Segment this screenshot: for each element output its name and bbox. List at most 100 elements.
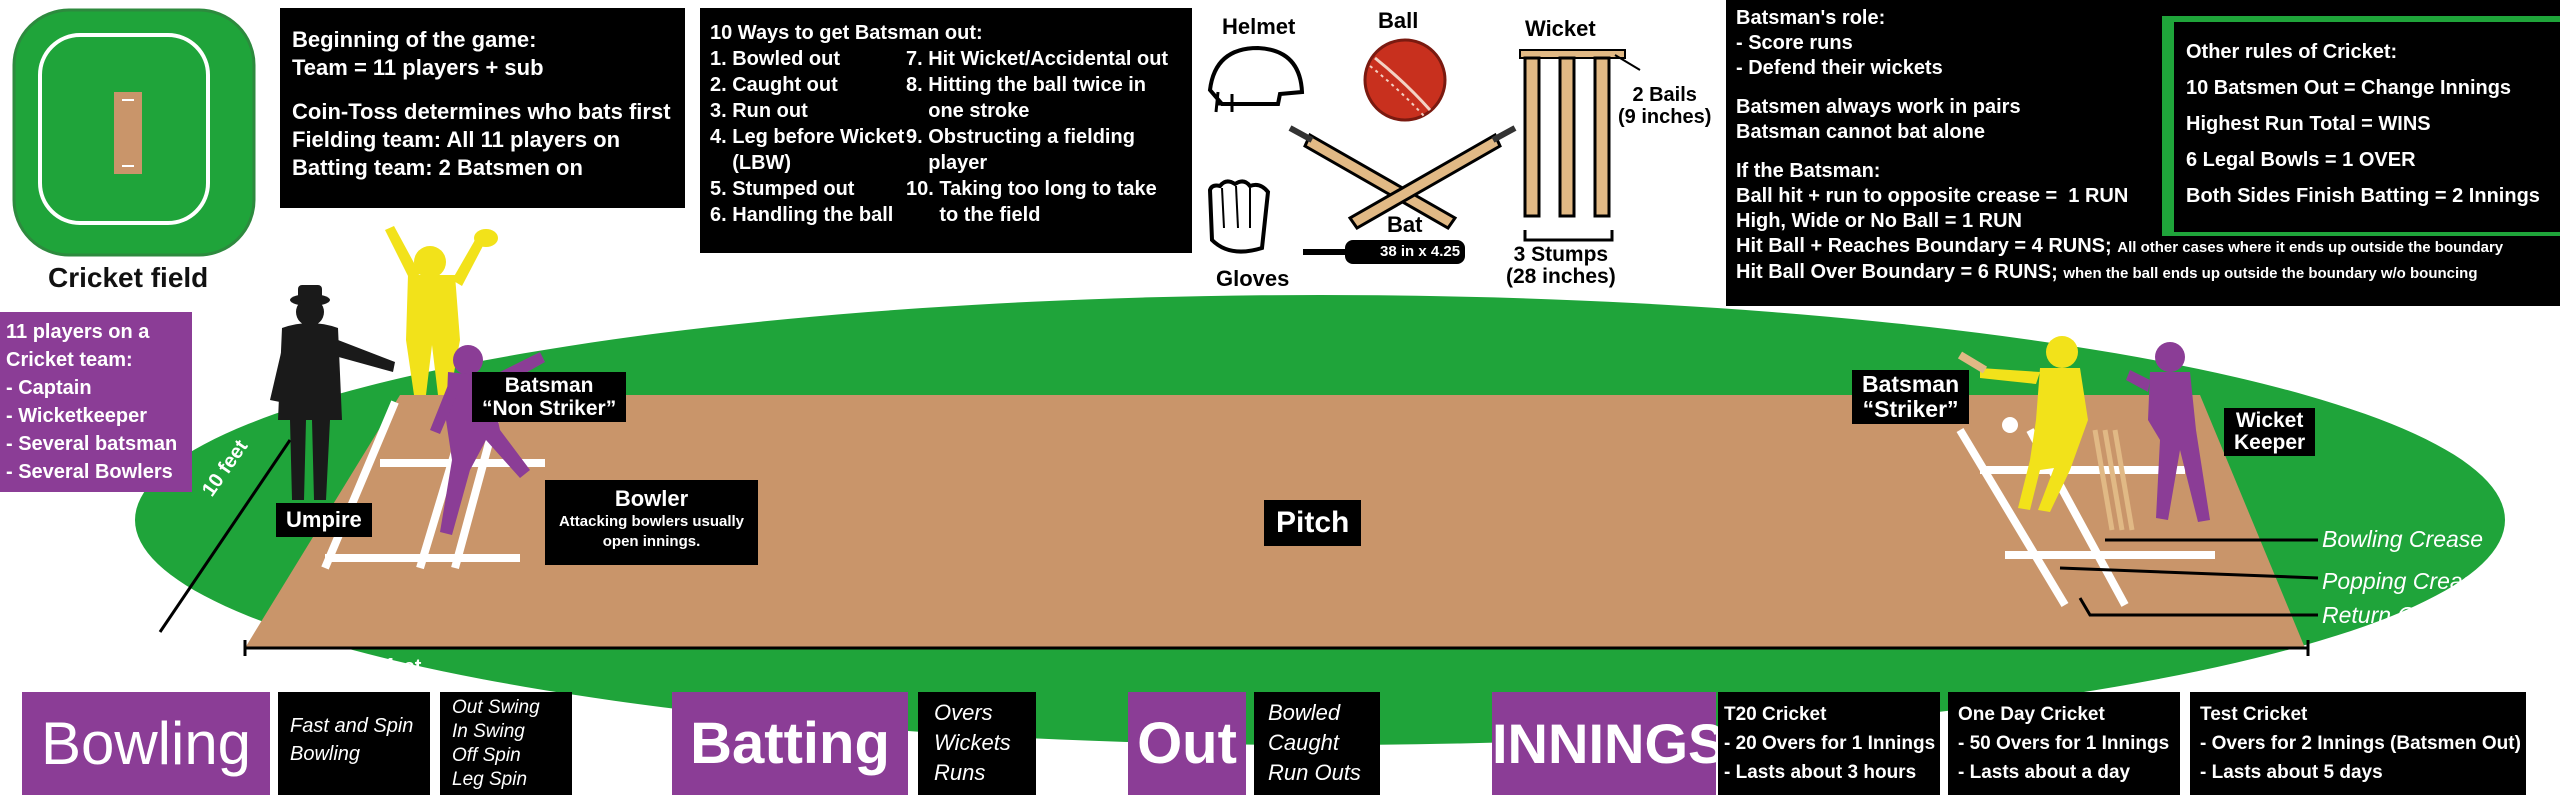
one-day-box: One Day Cricket - 50 Overs for 1 Innings… [1948,692,2180,795]
beginning-line: Batting team: 2 Batsmen on [292,155,583,180]
batting-item: Runs [934,760,986,785]
other-rule: Both Sides Finish Batting = 2 Innings [2186,185,2540,207]
wicket-label: Wicket [1525,16,1596,41]
swing-type: Off Spin [452,745,521,766]
out-item: Bowled [1268,700,1341,725]
mini-field-diagram [12,8,256,257]
ways-out-item: 4. Leg before Wicket [710,126,905,148]
role-line: Hit Ball Over Boundary = 6 RUNS; when th… [1736,260,2550,286]
role-line: - Defend their wickets [1736,57,1943,79]
bowling-type: Fast and Spin [290,715,414,737]
role-line: - Score runs [1736,32,1853,54]
wicket-keeper-figure [2126,342,2210,522]
t20-line: T20 Cricket [1724,704,1827,725]
ways-out-item: 2. Caught out [710,74,838,96]
ways-out-title: 10 Ways to get Batsman out: [710,22,983,44]
bowling-types-box: Fast and Spin Bowling [278,692,430,795]
ways-out-box: 10 Ways to get Batsman out: 1. Bowled ou… [700,8,1192,253]
out-items-box: Bowled Caught Run Outs [1254,692,1380,795]
role-line: Batsmen always work in pairs [1736,96,2021,118]
batting-item: Overs [934,700,993,725]
helmet-label: Helmet [1222,14,1296,39]
beginning-line: Fielding team: All 11 players on [292,127,621,152]
crease-pointer-lines [2059,538,2319,617]
ball-drawing [1363,38,1447,122]
ways-out-item: 10. Taking too long to take [906,178,1157,200]
bowler-title: Bowler [614,486,689,511]
field-diagram-caption: Cricket field [48,262,209,293]
bowling-type: Bowling [290,743,361,765]
role-line: Batsman cannot bat alone [1736,121,1985,143]
ways-out-item: 7. Hit Wicket/Accidental out [906,48,1169,70]
striker-role: “Striker” [1862,396,1959,422]
role-line: If the Batsman: [1736,160,1881,182]
sixty-six-feet-label: 66 feet [358,656,422,678]
pitch-label: Pitch [1264,500,1362,546]
other-rule: Highest Run Total = WINS [2186,113,2431,135]
popping-crease-label: Popping Crease [2322,568,2487,594]
boundary-4-rule: Hit Ball + Reaches Boundary = 4 RUNS; [1736,235,2112,257]
out-item: Caught [1268,730,1339,755]
role-line: Hit Ball + Reaches Boundary = 4 RUNS; Al… [1736,234,2550,260]
bat-drawing [1303,240,1465,264]
crossed-bats-drawing [1288,125,1517,230]
bowler-label: Bowler Attacking bowlers usually open in… [545,480,758,565]
other-rule: 10 Batsmen Out = Change Innings [2186,77,2512,99]
keeper-role: Keeper [2234,431,2306,454]
team-composition-box: 11 players on a Cricket team: - Captain … [0,312,192,492]
non-striker-label: Batsman “Non Striker” [472,372,627,422]
test-box: Test Cricket - Overs for 2 Innings (Bats… [2190,692,2526,795]
ways-out-item: to the field [906,204,1041,226]
striker-title: Batsman [1862,371,1960,397]
bails-size: (9 inches) [1618,106,1712,128]
wicket-drawing [1519,49,1641,242]
team-line: - Captain [6,377,92,399]
dimension-lines [158,439,2310,656]
one-day-line: One Day Cricket [1958,704,2105,725]
umpire-figure [270,285,395,500]
bowling-heading: Bowling [22,692,270,795]
test-line: - Overs for 2 Innings (Batsmen Out) [2200,733,2521,754]
bowler-note: Attacking bowlers usually [558,513,745,530]
field-wicket [2092,429,2135,531]
role-line: Ball hit + run to opposite crease = 1 RU… [1736,185,2129,207]
beginning-line [292,82,673,98]
beginning-of-game-box: Beginning of the game: Team = 11 players… [280,8,685,208]
t20-box: T20 Cricket - 20 Overs for 1 Innings - L… [1718,692,1940,795]
beginning-line: Beginning of the game: [292,27,537,52]
team-line: Cricket team: [6,349,133,371]
ways-out-item: 6. Handling the ball [710,204,894,226]
stumps-size: (28 inches) [1506,265,1616,288]
keeper-title: Wicket [2235,409,2304,432]
out-item: Run Outs [1268,760,1361,785]
ways-out-item: player [906,152,988,174]
innings-heading: INNINGS [1492,692,1725,795]
team-line: - Several Bowlers [6,461,173,483]
return-crease-label: Return Crease [2322,602,2472,628]
ways-out-item: 1. Bowled out [710,48,840,70]
batting-heading: Batting [672,692,908,795]
stumps-label: 3 Stumps (28 inches) [1506,244,1616,288]
other-rules-title: Other rules of Cricket: [2186,41,2398,63]
swing-type: Leg Spin [452,769,528,790]
fielder-yellow-figure [385,226,498,395]
cricket-ball-field [2002,417,2018,433]
team-line: - Wicketkeeper [6,405,147,427]
out-heading: Out [1128,692,1246,795]
ways-out-item: one stroke [906,100,1030,122]
striker-label: Batsman “Striker” [1852,370,1970,424]
one-day-line: - Lasts about a day [1958,762,2131,783]
batting-item: Wickets [934,730,1011,755]
test-line: Test Cricket [2200,704,2308,725]
one-day-line: - 50 Overs for 1 Innings [1958,733,2170,754]
ways-out-item: 3. Run out [710,100,808,122]
beginning-line: Team = 11 players + sub [292,55,544,80]
bowling-crease-label: Bowling Crease [2322,526,2484,552]
bat-label: Bat [1387,212,1423,237]
striker-figure [1957,336,2088,512]
bails-label: 2 Bails (9 inches) [1618,84,1711,128]
role-line: High, Wide or No Ball = 1 RUN [1736,210,2022,232]
team-line: - Several batsman [6,433,178,455]
umpire-label: Umpire [276,503,372,537]
ways-out-item: 9. Obstructing a fielding [906,126,1135,148]
